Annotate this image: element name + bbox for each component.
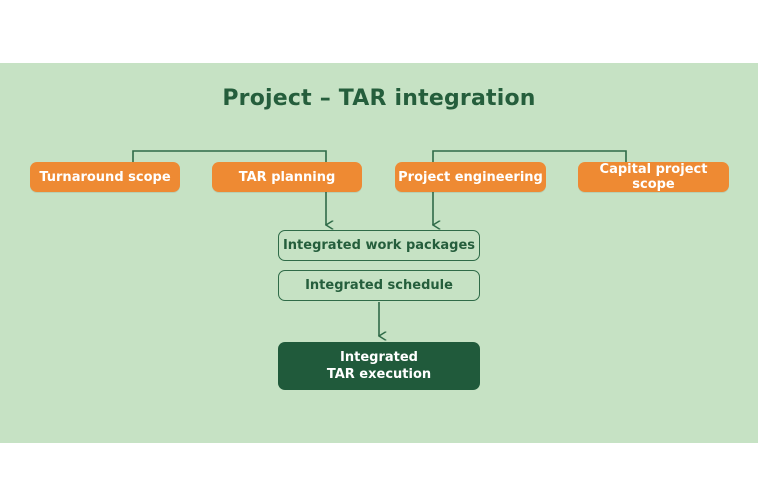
integrated-work-packages-label: Integrated work packages [282, 238, 476, 253]
integrated-work-packages-box: Integrated work packages [278, 230, 480, 261]
connector-left-bracket [132, 150, 327, 162]
integrated-schedule-label: Integrated schedule [305, 278, 453, 293]
connector-right-bracket [432, 150, 627, 162]
execution-label-line1: Integrated [340, 350, 418, 365]
capital-project-scope-label: Capital project scope [599, 162, 708, 192]
tar-planning-label: TAR planning [238, 169, 336, 185]
tar-planning-box: TAR planning [212, 162, 362, 192]
project-engineering-label: Project engineering [398, 169, 543, 185]
integrated-tar-execution-box: Integrated TAR execution [278, 342, 480, 390]
turnaround-scope-label: Turnaround scope [39, 169, 171, 185]
diagram-title: Project – TAR integration [222, 86, 536, 111]
integrated-schedule-box: Integrated schedule [278, 270, 480, 301]
turnaround-scope-box: Turnaround scope [30, 162, 180, 192]
execution-label-line2: TAR execution [326, 367, 432, 382]
project-engineering-box: Project engineering [395, 162, 546, 192]
capital-project-scope-box: Capital project scope [578, 162, 729, 192]
